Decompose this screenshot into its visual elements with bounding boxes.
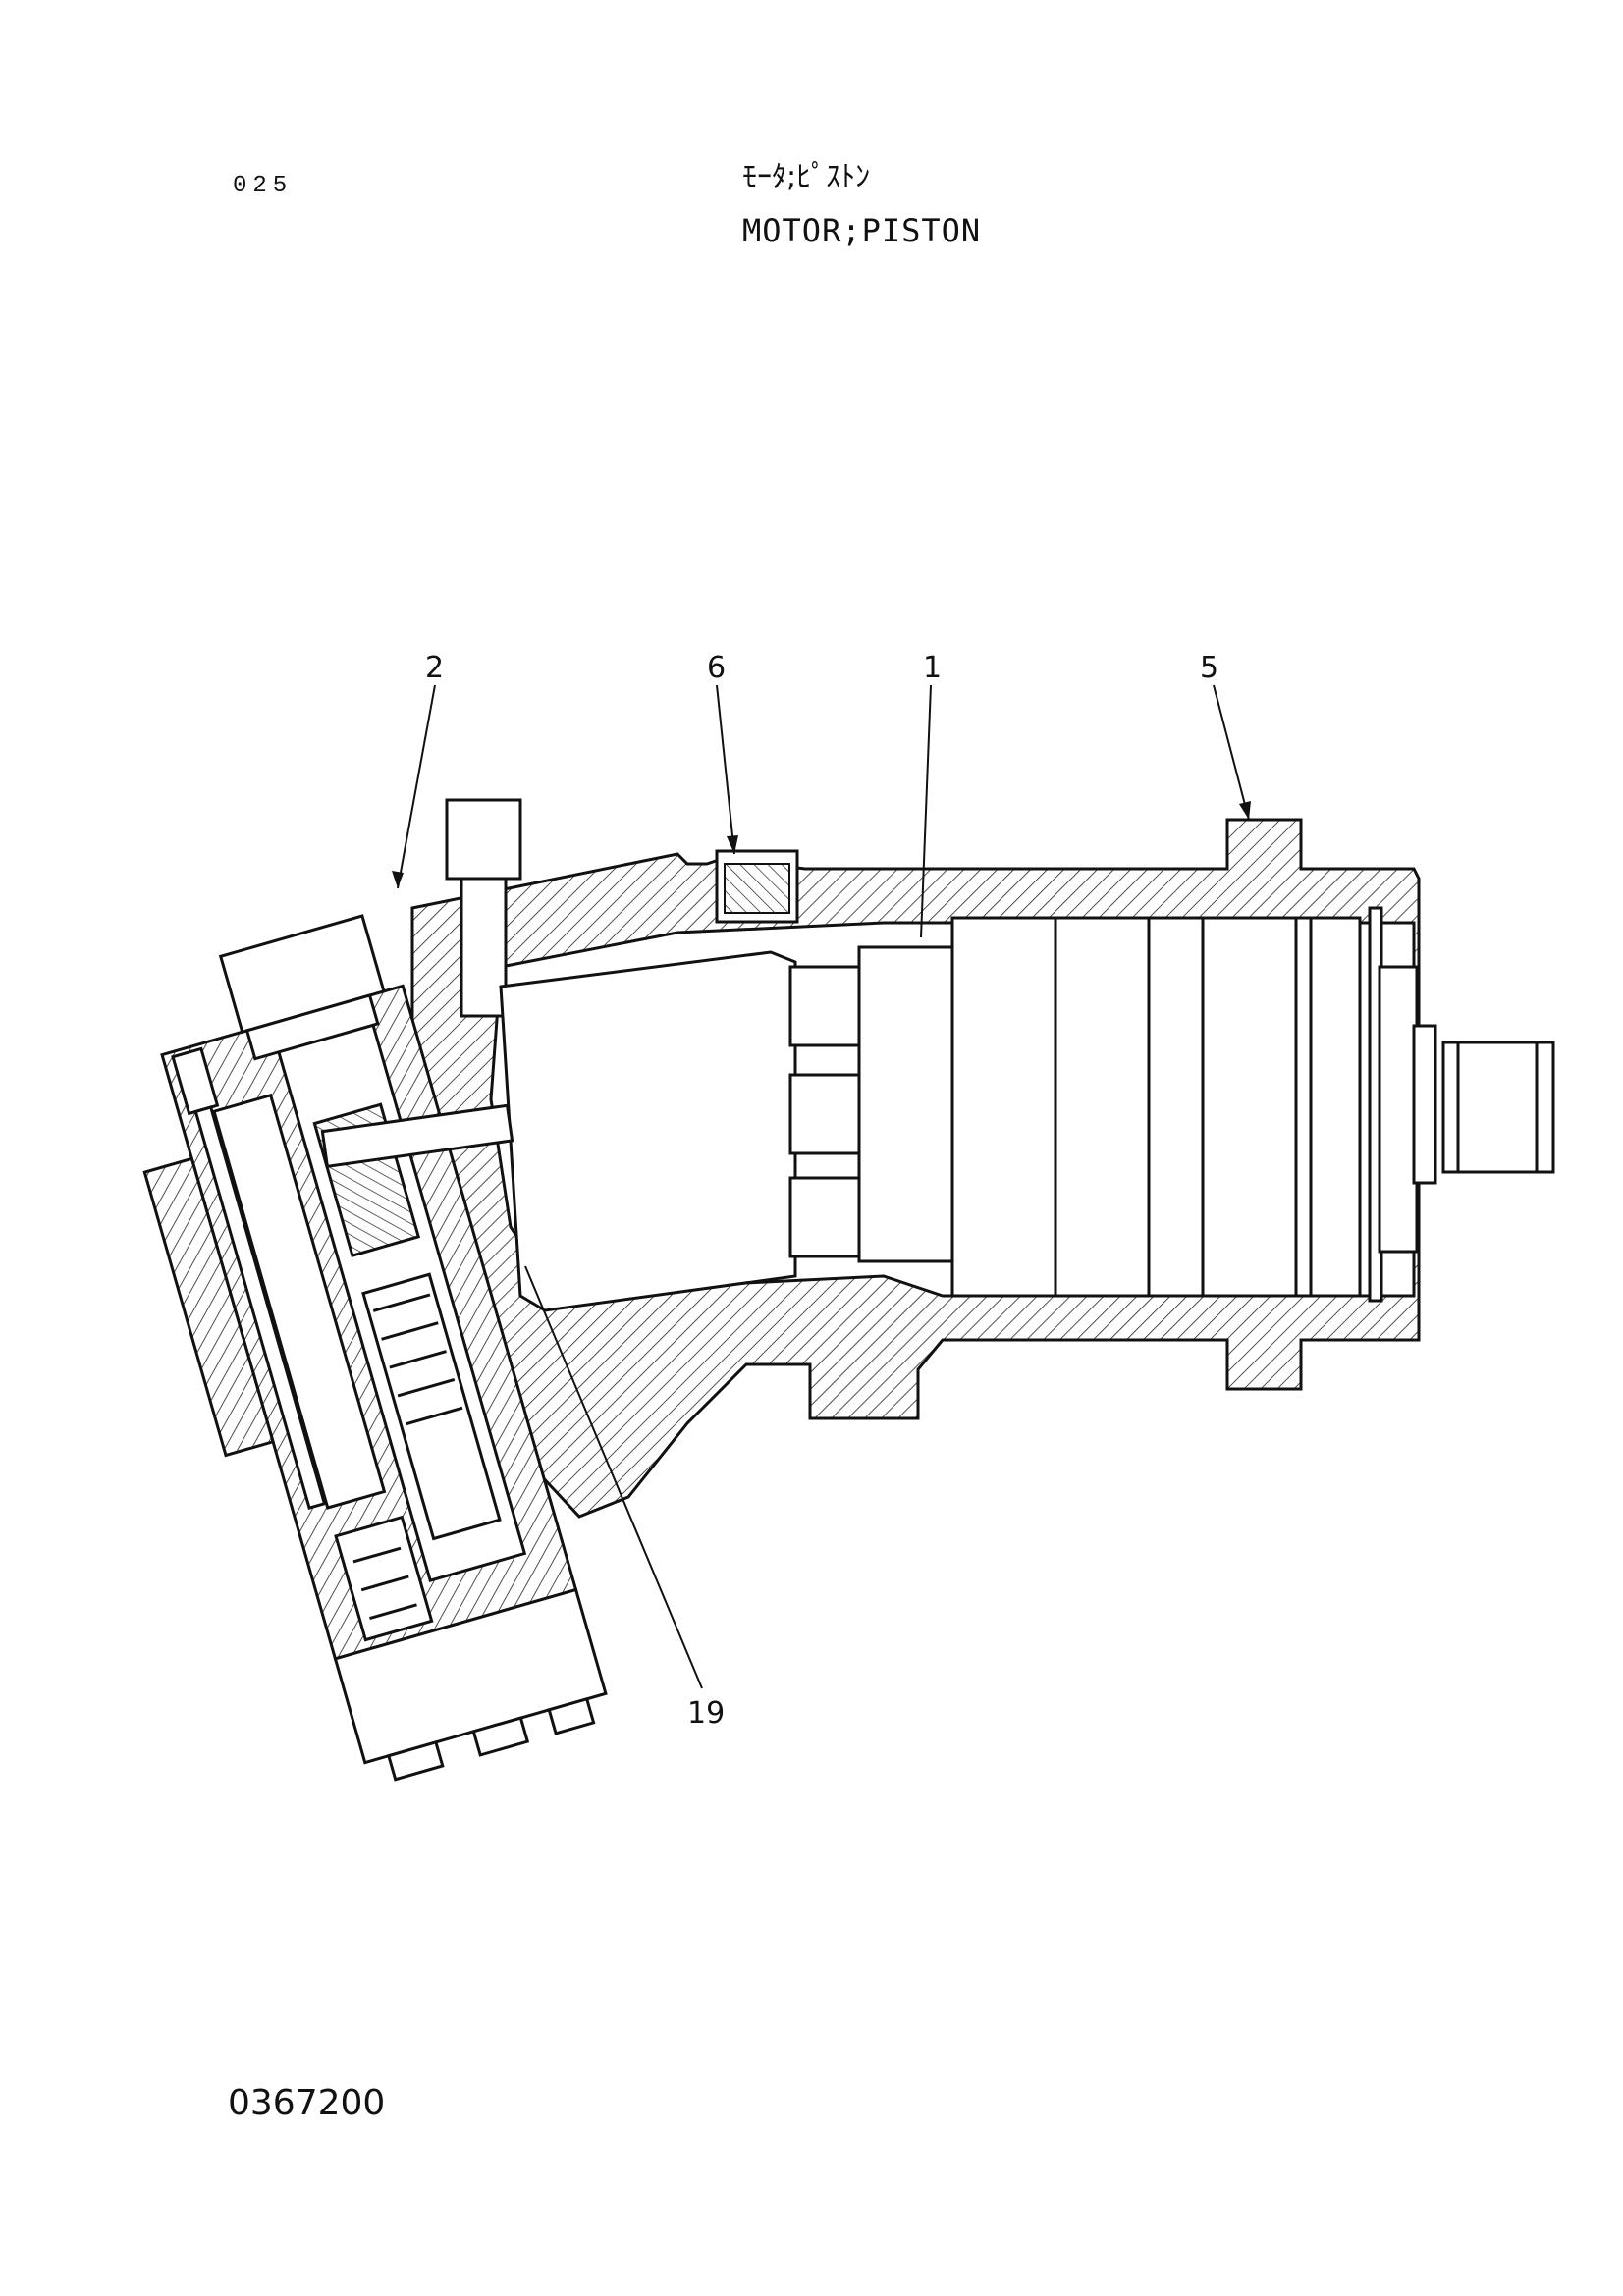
cylinder-block (499, 945, 954, 1312)
callout-1: 1 (920, 651, 942, 938)
title-japanese: ﾓｰﾀ;ﾋﾟｽﾄﾝ (742, 160, 871, 194)
callout-label: 1 (923, 651, 942, 685)
callout-label: 2 (425, 651, 444, 685)
output-shaft (1441, 1041, 1555, 1174)
drawing-number: 0367200 (228, 2083, 386, 2123)
drive-shaft-assembly (950, 906, 1555, 1303)
callout-label: 19 (687, 1696, 725, 1731)
callout-label: 6 (707, 651, 726, 685)
callout-label: 5 (1200, 651, 1218, 685)
callout-2: 2 (392, 651, 444, 889)
title-english: MOTOR;PISTON (742, 212, 982, 249)
page-number: 025 (233, 173, 294, 199)
vent-screw (445, 798, 522, 881)
callout-6: 6 (707, 651, 738, 855)
callout-19: 19 (524, 1265, 725, 1731)
callout-5: 5 (1200, 651, 1251, 821)
center-pin (320, 1103, 514, 1169)
